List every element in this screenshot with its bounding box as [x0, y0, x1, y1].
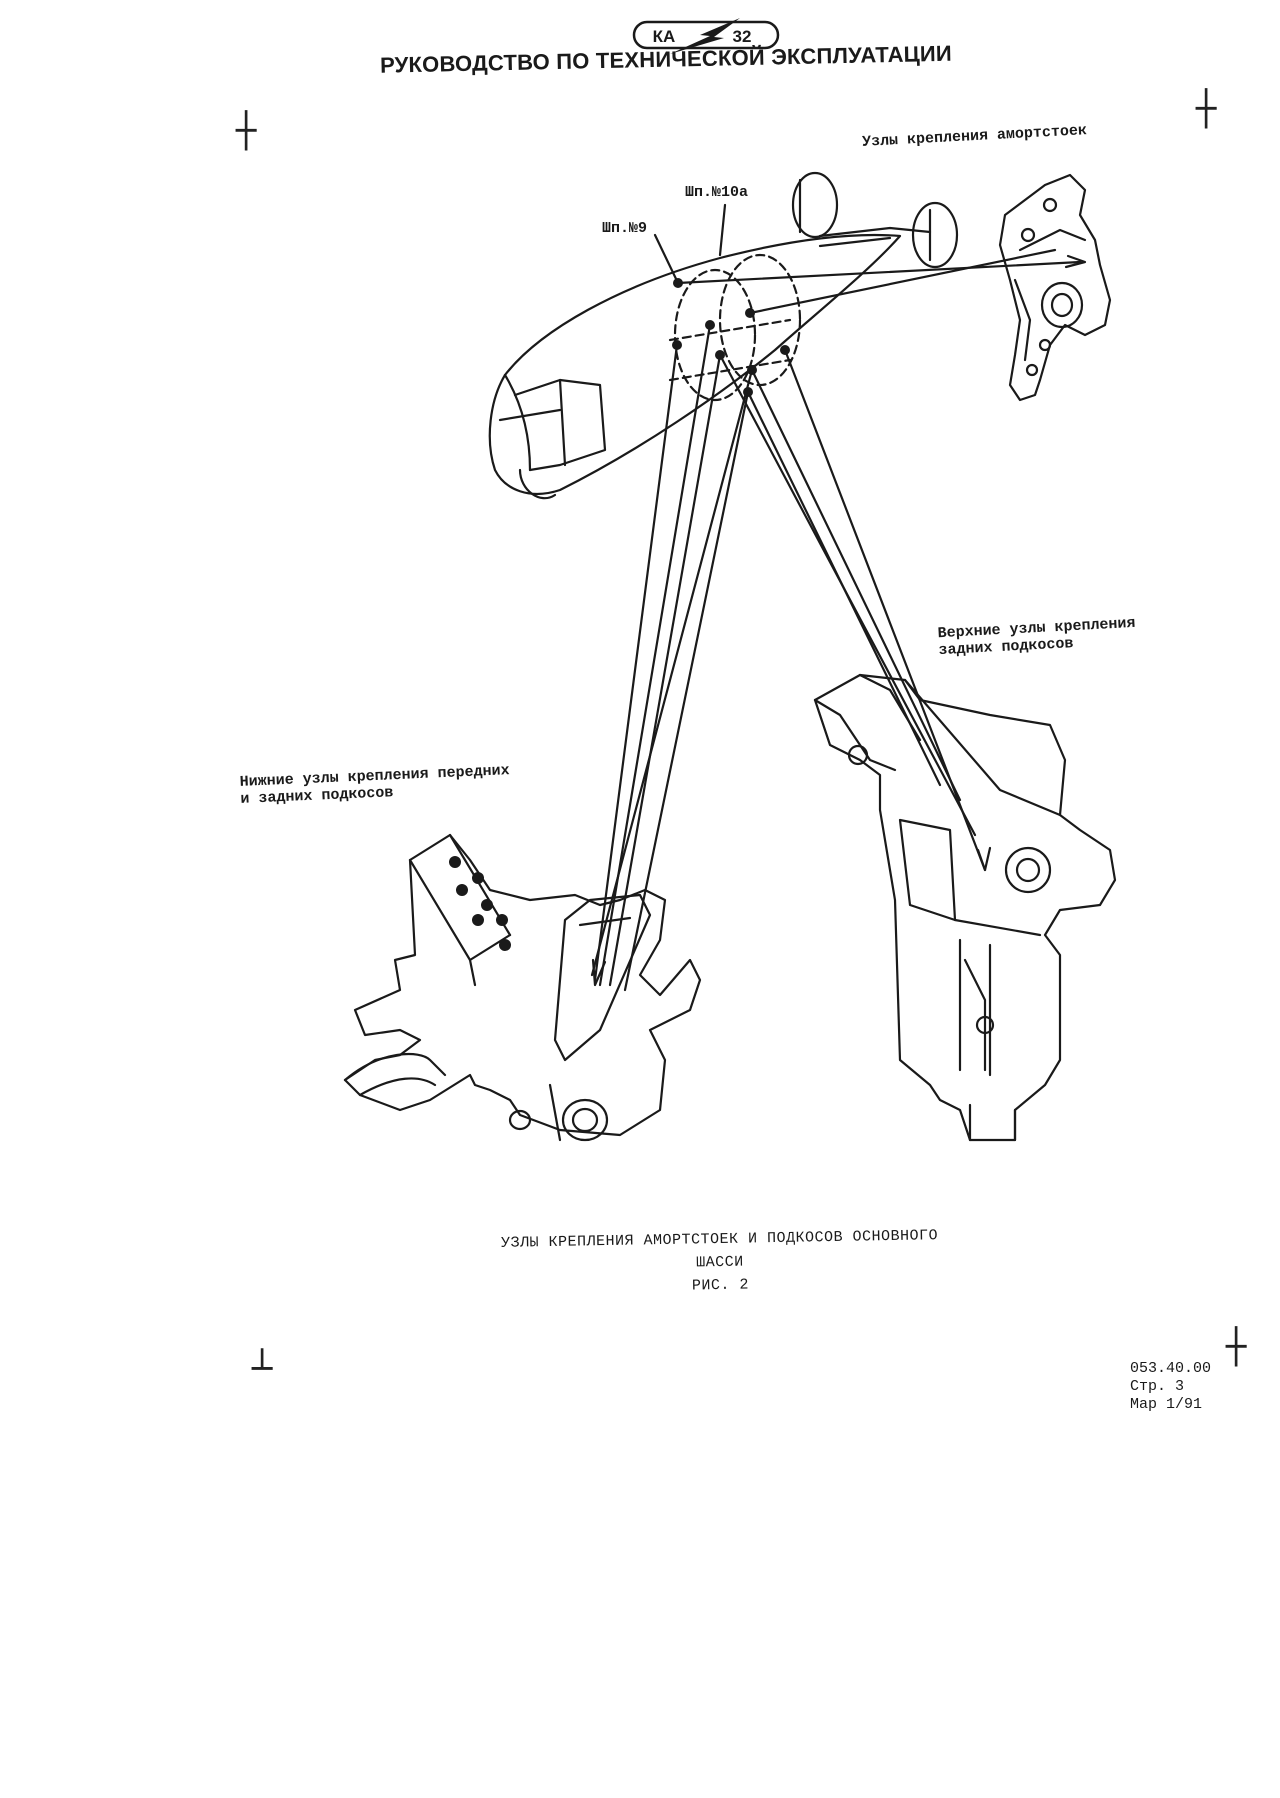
logo-text-right: 32 — [733, 27, 752, 46]
logo-text-left: КА — [653, 27, 676, 46]
registration-mark-bottom-left: ┴ — [252, 1349, 273, 1389]
registration-mark-top-left: ┼ — [236, 111, 257, 151]
figure-caption: УЗЛЫ КРЕПЛЕНИЯ АМОРТСТОЕК И ПОДКОСОВ ОСН… — [439, 1223, 1000, 1302]
registration-mark-bottom-right: ┼ — [1226, 1327, 1247, 1367]
label-frame-10a: Шп.№10а — [685, 184, 749, 201]
page-footer: 053.40.00 Стр. 3 Мар 1/91 — [1130, 1360, 1211, 1414]
shock-strut-mount-part — [998, 173, 1112, 402]
lower-strut-mount-part — [343, 833, 702, 1142]
page-number: Стр. 3 — [1130, 1378, 1185, 1395]
registration-mark-top-right: ┼ — [1196, 89, 1217, 129]
revision-date: Мар 1/91 — [1130, 1396, 1203, 1413]
ka32-logo: КА 32 — [630, 16, 784, 56]
label-frame-9: Шп.№9 — [602, 220, 648, 237]
upper-rear-strut-mount-part — [813, 673, 1117, 1142]
doc-number: 053.40.00 — [1130, 1360, 1212, 1377]
